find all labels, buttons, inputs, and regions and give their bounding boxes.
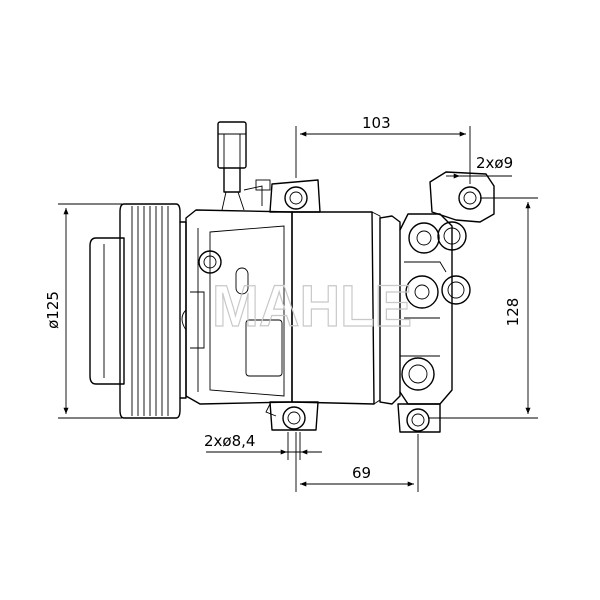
dimension-label-128: 128 <box>504 298 522 327</box>
dimension-height: 128 <box>428 197 538 419</box>
electrical-connector <box>217 121 271 211</box>
dimension-label-125: ø125 <box>44 291 62 329</box>
front-housing <box>181 209 293 417</box>
brand-watermark: MAHLE <box>212 274 412 339</box>
dimension-label-69: 69 <box>352 464 371 482</box>
dimension-bottom-holes: 2xø8,4 <box>204 432 322 460</box>
dimension-bottom-width: 69 <box>295 432 419 492</box>
dimension-pulley-diameter: ø125 <box>44 203 122 419</box>
dimension-label-2x9: 2xø9 <box>476 154 513 172</box>
dimension-label-103: 103 <box>362 114 391 132</box>
dimension-top-holes: 2xø9 <box>446 154 513 179</box>
pulley <box>89 203 187 419</box>
top-lug-rear <box>429 171 495 223</box>
top-lug-front <box>269 179 321 213</box>
bottom-lug-rear <box>397 403 441 433</box>
dimension-top-width: 103 <box>295 114 471 184</box>
dimension-label-2x8-4: 2xø8,4 <box>204 432 255 450</box>
bottom-lug-front <box>269 401 319 431</box>
